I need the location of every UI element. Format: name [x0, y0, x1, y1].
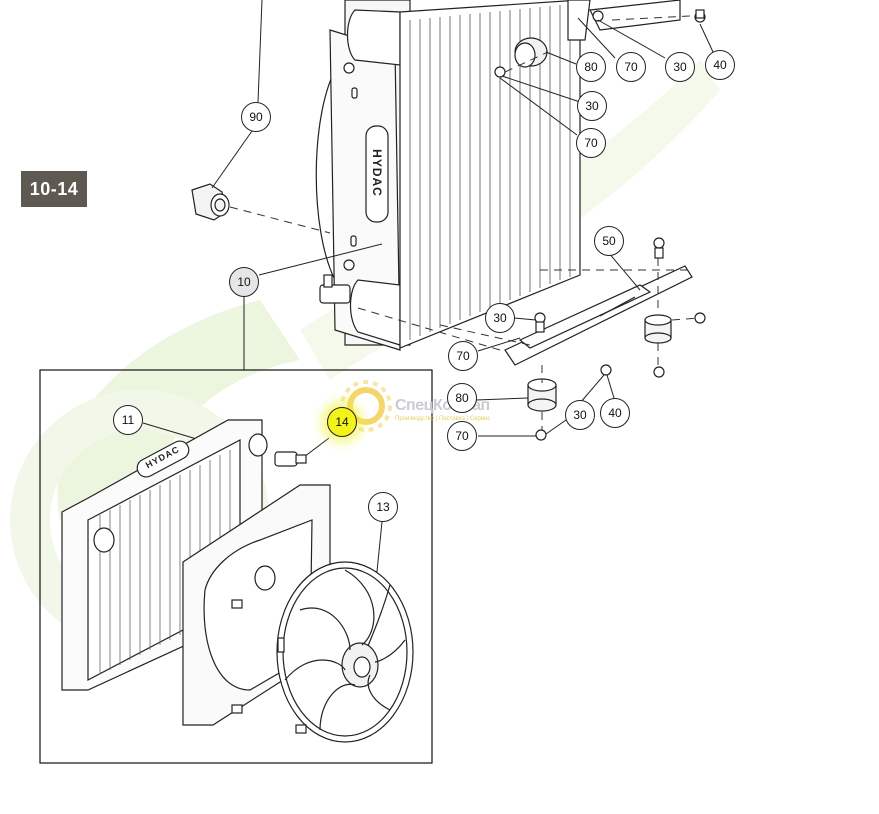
callout-10[interactable]: 10: [229, 267, 259, 297]
upper-bracket: [567, 0, 706, 41]
main-cooler-brand-label: HYDAC: [370, 149, 384, 197]
callout-30-left[interactable]: 30: [485, 303, 515, 333]
callout-50[interactable]: 50: [594, 226, 624, 256]
callout-70-left[interactable]: 70: [448, 341, 478, 371]
callout-70-low[interactable]: 70: [447, 421, 477, 451]
callout-30-low[interactable]: 30: [565, 400, 595, 430]
detail-inset-frame: [39, 369, 433, 764]
callout-30-mid[interactable]: 30: [577, 91, 607, 121]
callout-80-low[interactable]: 80: [447, 383, 477, 413]
callout-13[interactable]: 13: [368, 492, 398, 522]
page-tag: 10-14: [21, 171, 87, 207]
rubber-mounts-lower: [527, 314, 672, 441]
watermark-gear-icon: [340, 380, 392, 432]
callout-11[interactable]: 11: [113, 405, 143, 435]
callout-90[interactable]: 90: [241, 102, 271, 132]
fitting-90: [191, 183, 230, 221]
watermark-tagline: Производство | Поставка | Сервис: [395, 416, 491, 422]
callout-70-mid[interactable]: 70: [576, 128, 606, 158]
inset-oil-cooler: [61, 419, 414, 743]
callout-14-highlighted[interactable]: 14: [327, 407, 357, 437]
callout-70-top[interactable]: 70: [616, 52, 646, 82]
callout-40-low[interactable]: 40: [600, 398, 630, 428]
rubber-mount-top: [494, 37, 548, 78]
foot-bracket-50: [504, 237, 706, 366]
callout-80-top[interactable]: 80: [576, 52, 606, 82]
callout-40-top[interactable]: 40: [705, 50, 735, 80]
assembly-lines: [229, 15, 701, 430]
callout-30-top[interactable]: 30: [665, 52, 695, 82]
